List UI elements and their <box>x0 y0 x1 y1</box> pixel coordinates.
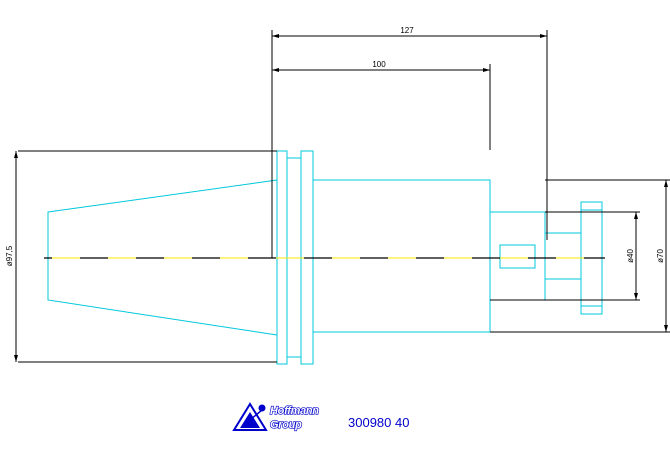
dimension-lines <box>15 30 670 363</box>
key-slot <box>499 244 536 269</box>
dim-gauge-length: 100 <box>372 60 386 69</box>
dim-flange-diameter: ø97,5 <box>5 245 14 266</box>
tool-body <box>47 150 603 365</box>
logo-line-1: Hoffmann <box>270 405 319 417</box>
hoffmann-logo: Hoffmann Group <box>232 402 320 432</box>
logo-emblem-icon <box>232 402 268 431</box>
part-number: 300980 40 <box>348 415 409 430</box>
dimension-arrows <box>14 34 668 362</box>
dim-overall-length: 127 <box>400 26 414 35</box>
nose-inner <box>544 232 582 280</box>
logo-line-2: Group <box>270 419 302 431</box>
dim-shank-diameter: ø70 <box>656 249 665 263</box>
nose <box>489 211 546 301</box>
dim-bore-diameter: ø40 <box>626 249 635 263</box>
shank <box>312 179 491 333</box>
